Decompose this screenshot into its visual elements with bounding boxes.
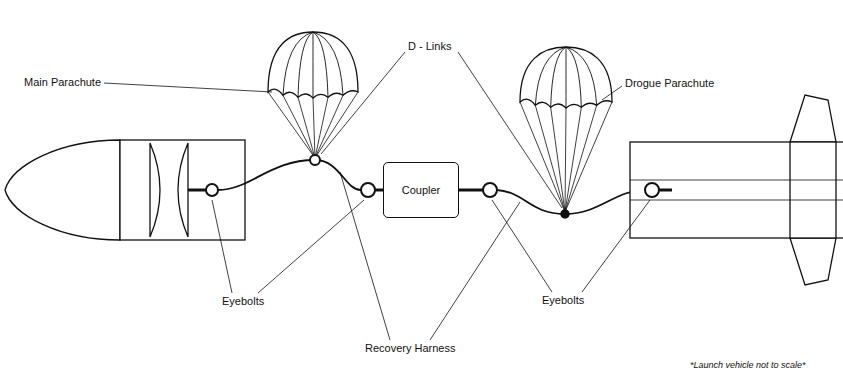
eyebolt-stem <box>188 189 206 192</box>
nose-cone <box>5 140 120 240</box>
eyebolt-ring <box>206 184 218 196</box>
d-link <box>561 210 569 218</box>
canopy-gore <box>313 32 328 97</box>
shroud-line <box>565 108 566 212</box>
canopy-gore <box>551 47 566 107</box>
motor-tube <box>630 200 843 201</box>
canopy-gore <box>566 47 597 105</box>
d-link <box>310 155 320 165</box>
shroud-line <box>268 92 315 158</box>
fin <box>790 238 836 285</box>
leader-line <box>212 200 232 293</box>
canopy <box>268 32 358 98</box>
part-label: Main Parachute <box>24 76 101 89</box>
canopy-gore <box>298 32 313 97</box>
nose-bulkhead <box>150 143 160 237</box>
shroud-line <box>313 98 315 158</box>
shroud-line <box>520 102 565 212</box>
shroud-line <box>565 105 597 212</box>
recovery-harness <box>315 160 361 190</box>
leader-line <box>458 52 562 208</box>
part-label: Eyebolts <box>222 295 264 308</box>
canopy-gore <box>313 32 314 98</box>
eyebolt-ring <box>483 183 497 197</box>
booster-tube <box>630 142 843 238</box>
shroud-line <box>565 107 581 212</box>
eyebolt-ring <box>645 183 659 197</box>
fin-root <box>835 142 836 238</box>
main-parachute <box>268 32 358 158</box>
shroud-line <box>315 92 358 158</box>
drogue-parachute <box>520 47 612 212</box>
canopy-gore <box>566 47 581 107</box>
part-label: D - Links <box>408 40 451 53</box>
part-label: Drogue Parachute <box>625 77 714 90</box>
eyebolt-ring <box>361 183 375 197</box>
shroud-line <box>298 97 315 158</box>
shroud-line <box>315 95 343 158</box>
eyebolt-stem <box>659 189 672 192</box>
canopy-gore <box>535 47 566 105</box>
canopy-gore <box>566 47 567 108</box>
leader-line <box>258 200 364 293</box>
leader-line <box>492 200 552 292</box>
shroud-line <box>565 102 612 212</box>
nose-bulkhead <box>178 143 188 237</box>
part-label: Eyebolts <box>542 294 584 307</box>
recovery-harness <box>497 190 565 214</box>
motor-tube <box>630 180 843 181</box>
fin-root <box>789 142 790 238</box>
leader-line <box>582 200 650 292</box>
shroud-line <box>551 107 565 212</box>
coupler-box: Coupler <box>383 162 459 218</box>
scale-note: *Launch vehicle not to scale* <box>690 360 806 371</box>
shroud-line <box>535 105 565 212</box>
canopy <box>520 47 612 108</box>
leader-line <box>321 52 405 154</box>
leader-lines <box>104 52 650 340</box>
leader-line <box>104 83 272 92</box>
eyebolt-stem <box>459 189 483 192</box>
canopy-gore <box>313 32 343 95</box>
recovery-harness <box>218 160 315 190</box>
shroud-line <box>283 95 315 158</box>
fin <box>790 95 836 142</box>
part-label: Recovery Harness <box>365 342 455 355</box>
shroud-line <box>315 97 328 158</box>
node-text: Coupler <box>402 184 441 196</box>
leader-line <box>602 86 622 100</box>
